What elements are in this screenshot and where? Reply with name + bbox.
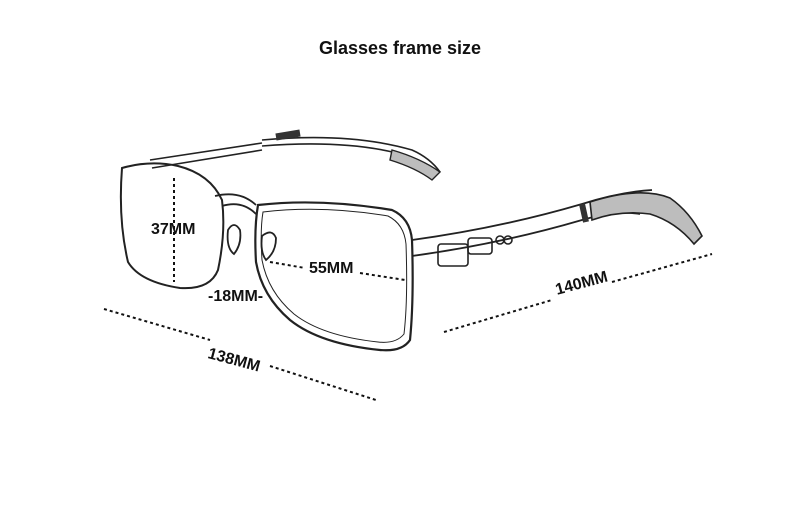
- far-temple-tip: [389, 149, 442, 181]
- bridge-width-label: -18MM-: [208, 288, 264, 305]
- temple-length-line-right: [611, 253, 713, 283]
- lens-width-line-right: [359, 272, 406, 281]
- lens-width-line-left: [269, 261, 306, 269]
- frame-width-line-right: [269, 365, 377, 401]
- lens-width-label: 55MM: [309, 260, 354, 277]
- dimension-lines: [103, 178, 713, 401]
- right-lens: [254, 201, 414, 352]
- lens-height-label: 37MM: [151, 221, 196, 238]
- hinge: [437, 235, 513, 267]
- near-temple-tip: [589, 192, 703, 246]
- bridge: [214, 193, 277, 262]
- left-lens: [119, 162, 225, 290]
- frame-width-line-left: [103, 308, 211, 341]
- page-title: Glasses frame size: [318, 38, 482, 58]
- temple-length-line-left: [443, 299, 553, 333]
